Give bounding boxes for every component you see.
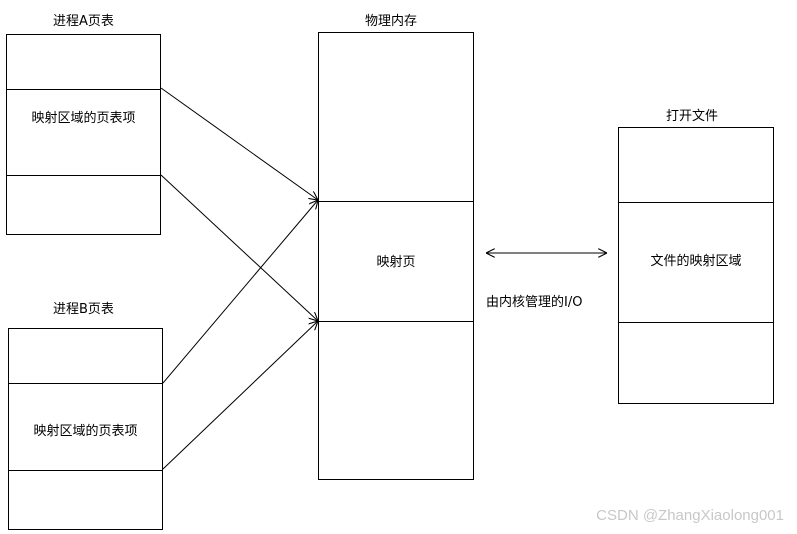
- file-mapped-region-label: 文件的映射区域: [650, 254, 742, 269]
- process-a-page-table: 映射区域的页表项: [6, 34, 161, 235]
- arrow-a-top-to-memory-top: [160, 87, 318, 200]
- watermark: CSDN @ZhangXiaolong001: [596, 507, 784, 524]
- process-b-mapped-entry-label: 映射区域的页表项: [33, 424, 138, 439]
- process-a-mapped-entry-label: 映射区域的页表项: [31, 111, 136, 126]
- physical-memory-block: 映射页: [318, 32, 474, 480]
- arrow-b-bottom-to-memory-bottom: [162, 321, 318, 470]
- arrow-a-bottom-to-memory-bottom: [160, 174, 318, 321]
- physical-memory-divider-bottom: [319, 321, 473, 322]
- physical-memory-divider-top: [319, 201, 473, 202]
- process-b-title: 进程B页表: [53, 302, 114, 317]
- physical-memory-title: 物理内存: [365, 14, 418, 29]
- open-file-divider-top: [619, 202, 773, 203]
- process-a-divider-bottom: [7, 175, 160, 176]
- mapped-page-label: 映射页: [376, 255, 416, 270]
- process-a-divider-top: [7, 89, 160, 90]
- process-b-divider-bottom: [9, 470, 162, 471]
- kernel-io-label: 由内核管理的I/O: [486, 295, 583, 310]
- process-b-page-table: 映射区域的页表项: [8, 328, 163, 530]
- open-file-block: 文件的映射区域: [618, 127, 774, 404]
- process-b-divider-top: [9, 383, 162, 384]
- open-file-divider-bottom: [619, 322, 773, 323]
- process-a-title: 进程A页表: [53, 14, 114, 29]
- open-file-title: 打开文件: [666, 109, 719, 124]
- arrow-b-top-to-memory-top: [162, 200, 318, 384]
